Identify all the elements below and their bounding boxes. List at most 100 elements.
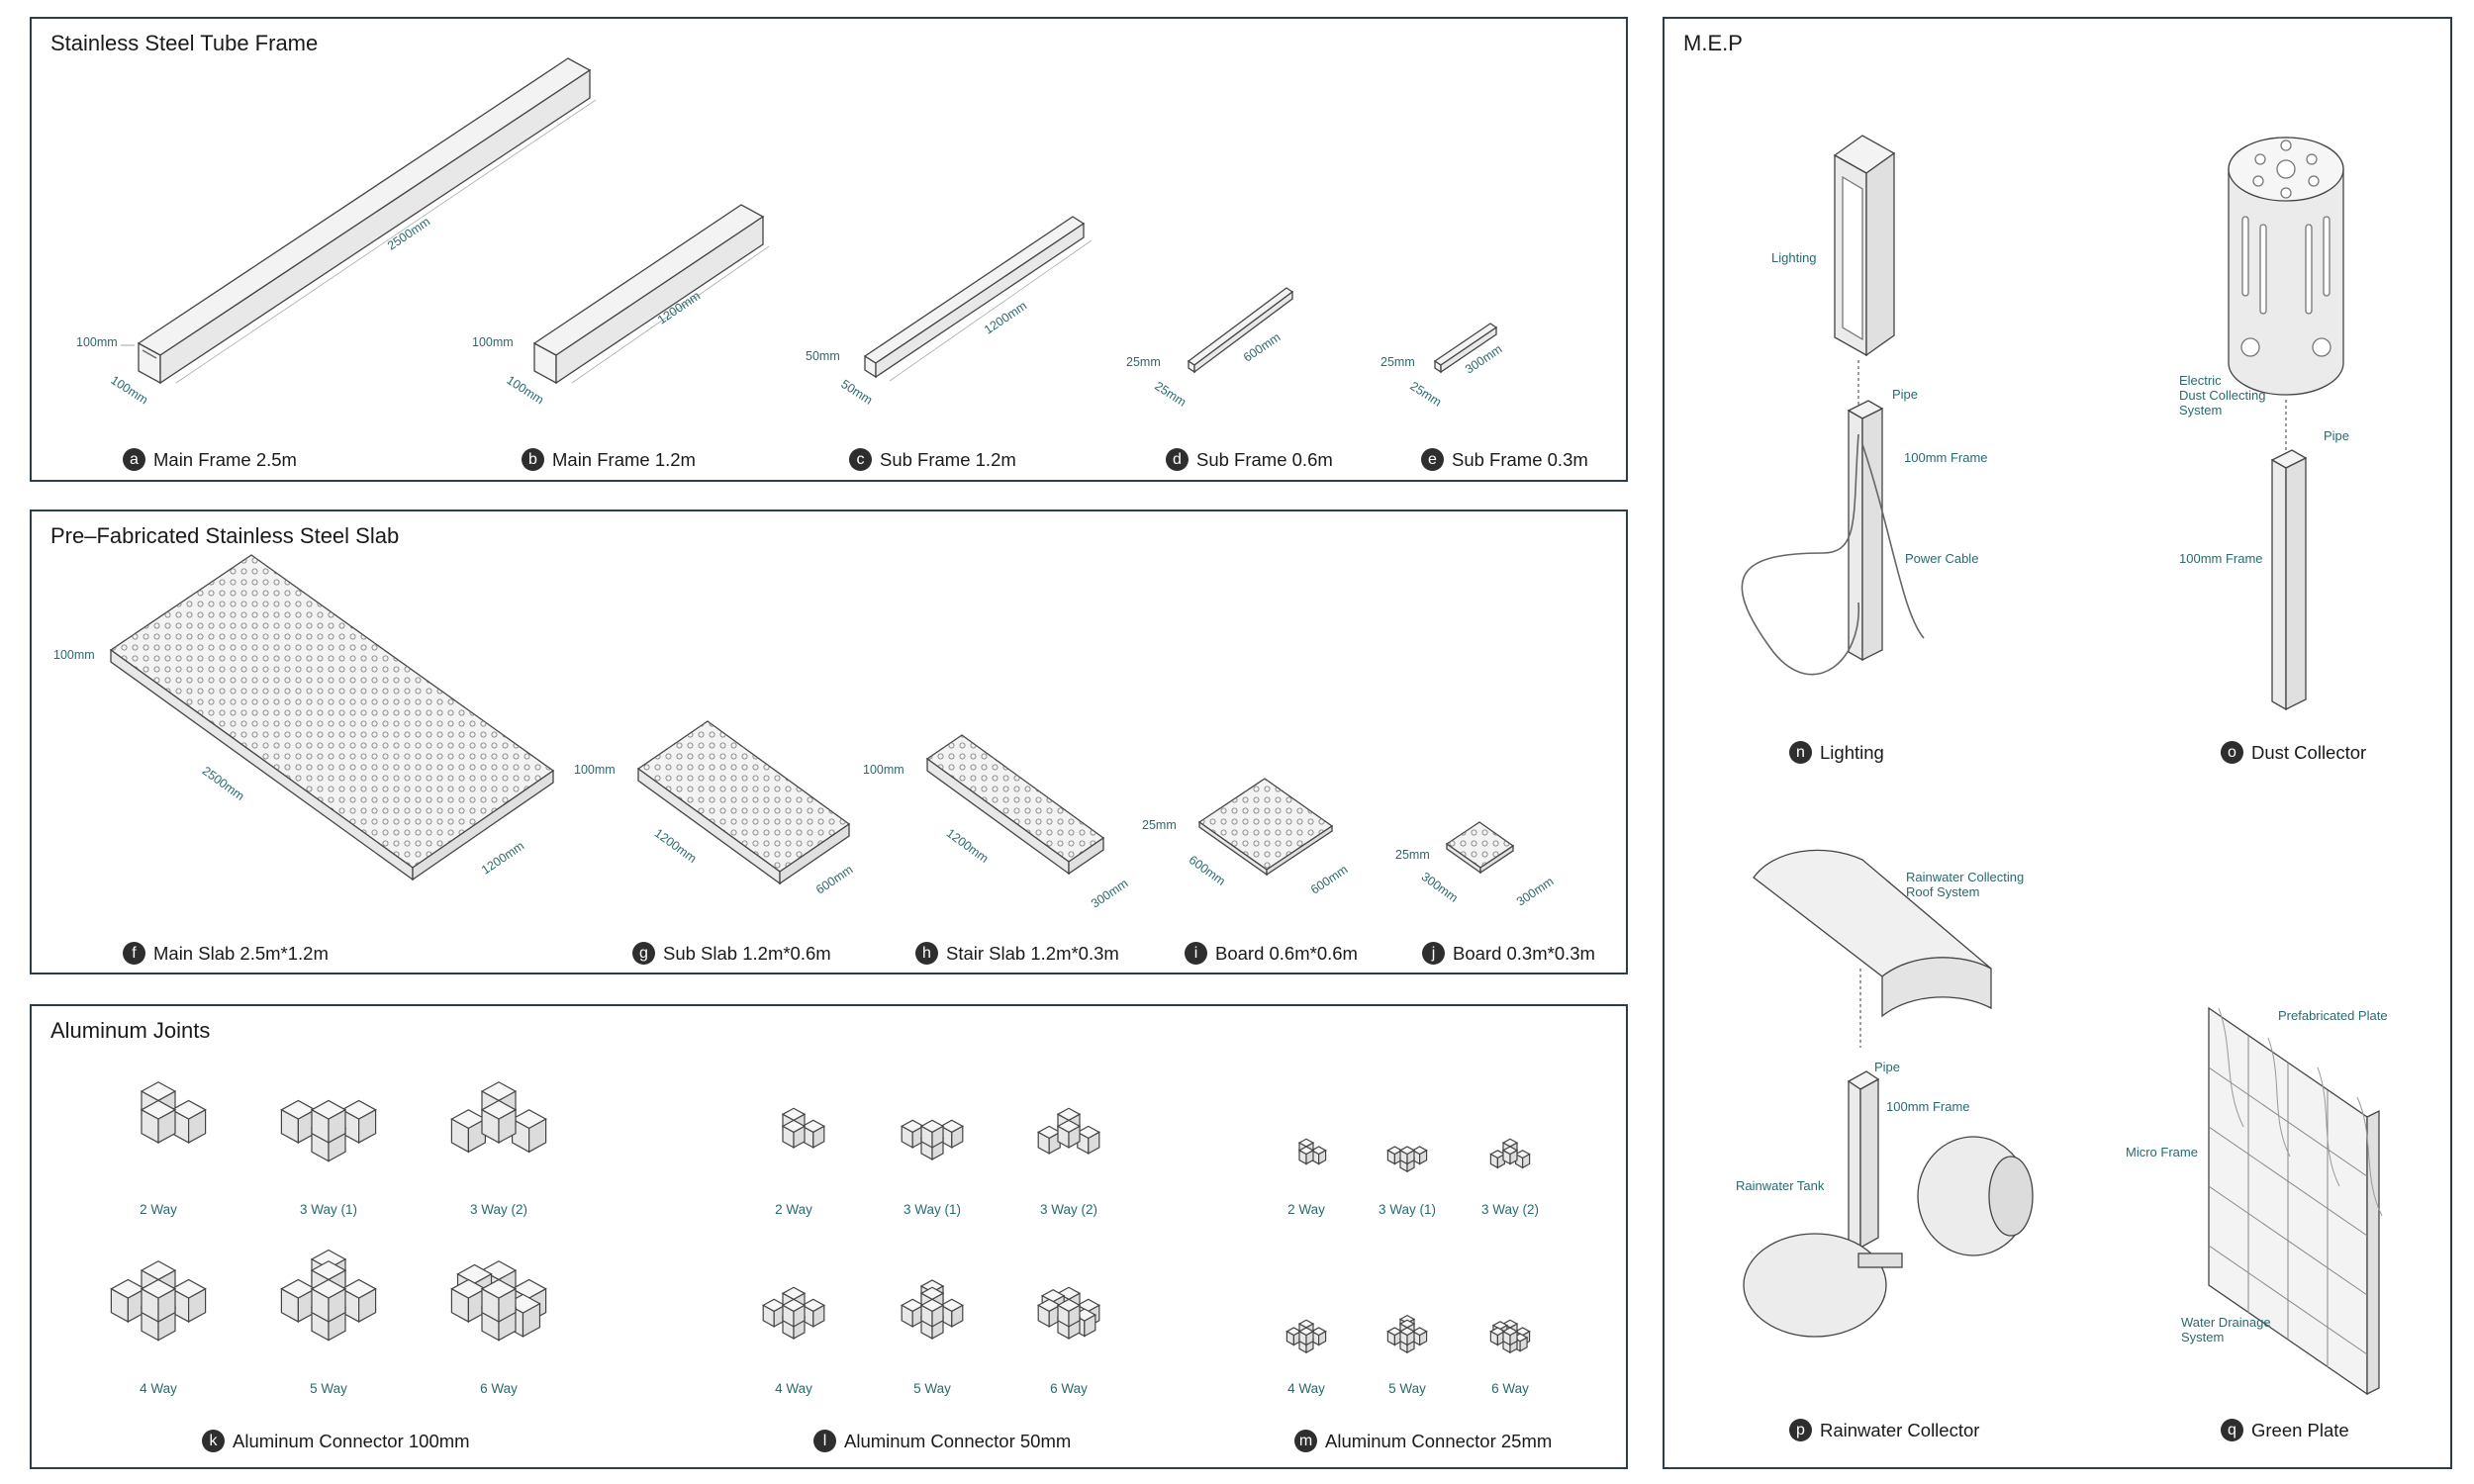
group-name: Aluminum Connector 100mm (233, 1430, 470, 1451)
callout-note: Pipe (1892, 387, 1919, 402)
connector-1-4-drawing (110, 1260, 207, 1342)
item-label: a Main Frame 2.5m (123, 448, 297, 471)
dim-thickness: 25mm (1142, 818, 1177, 832)
dust-collector-drawing (2228, 137, 2344, 711)
letter-badge: h (915, 942, 938, 965)
slab-j-drawing (1445, 821, 1515, 875)
dim-height: 100mm (76, 335, 118, 349)
group-label: m Aluminum Connector 25mm (1294, 1430, 1552, 1452)
callout-note: Lighting (1771, 250, 1817, 265)
item-name: Board 0.3m*0.3m (1453, 942, 1595, 964)
item-label: g Sub Slab 1.2m*0.6m (632, 942, 831, 965)
tube-drawings (121, 57, 1498, 385)
green-plate-drawing (2208, 1006, 2383, 1396)
joint-label: 2 Way (775, 1202, 812, 1217)
callout-note: 100mm Frame (1904, 450, 1988, 465)
joint-label: 3 Way (1) (903, 1202, 962, 1217)
connector-3-6-drawing (1489, 1319, 1531, 1354)
callout-note: Water Drainage System (2181, 1315, 2271, 1345)
item-name: Sub Slab 1.2m*0.6m (663, 942, 831, 964)
callout-note: 100mm Frame (1886, 1099, 1970, 1114)
letter-badge: q (2221, 1419, 2243, 1441)
connector-2-1-drawing (781, 1107, 826, 1149)
connector-3-1-drawing (1297, 1138, 1327, 1165)
item-name: Sub Frame 1.2m (880, 448, 1016, 470)
letter-badge: b (522, 448, 544, 471)
item-name: Stair Slab 1.2m*0.3m (946, 942, 1119, 964)
dim-height: 25mm (1126, 355, 1161, 369)
item-name: Main Slab 2.5m*1.2m (153, 942, 329, 964)
dim-thickness: 25mm (1395, 848, 1430, 862)
tube-b-drawing (532, 204, 770, 385)
letter-badge: g (632, 942, 655, 965)
slab-drawings (109, 554, 1515, 885)
dim-thickness: 100mm (53, 648, 95, 662)
group-name: Aluminum Connector 25mm (1325, 1430, 1553, 1451)
tube-e-drawing (1433, 323, 1498, 374)
letter-badge: l (813, 1430, 836, 1452)
item-label: e Sub Frame 0.3m (1421, 448, 1588, 471)
connector-1-5-drawing (280, 1249, 377, 1342)
joint-label: 3 Way (1) (299, 1202, 358, 1217)
joint-drawings (110, 1081, 1531, 1354)
joint-label: 3 Way (2) (1480, 1202, 1540, 1217)
joint-label: 5 Way (913, 1381, 951, 1396)
letter-badge: a (123, 448, 145, 471)
joint-label: 5 Way (1388, 1381, 1426, 1396)
joint-label: 5 Way (310, 1381, 347, 1396)
item-label: o Dust Collector (2221, 741, 2366, 764)
connector-2-2-drawing (900, 1119, 965, 1160)
item-label: p Rainwater Collector (1789, 1419, 1979, 1441)
letter-badge: i (1185, 942, 1207, 965)
item-name: Board 0.6m*0.6m (1215, 942, 1358, 964)
callout-note: Micro Frame (2126, 1145, 2198, 1159)
item-name: Main Frame 2.5m (153, 448, 297, 470)
lighting-drawing (1741, 135, 1925, 676)
letter-badge: n (1789, 741, 1812, 764)
letter-badge: f (123, 942, 145, 965)
slab-f-drawing (109, 554, 555, 881)
letter-badge: p (1789, 1419, 1812, 1441)
joint-label: 2 Way (140, 1202, 177, 1217)
callout-note: Pipe (2324, 428, 2350, 443)
connector-1-3-drawing (450, 1081, 547, 1154)
item-name: Main Frame 1.2m (552, 448, 696, 470)
letter-badge: j (1422, 942, 1445, 965)
item-name: Rainwater Collector (1820, 1419, 1980, 1440)
connector-2-3-drawing (1036, 1107, 1101, 1155)
item-label: d Sub Frame 0.6m (1166, 448, 1333, 471)
slab-h-drawing (925, 734, 1105, 876)
letter-badge: k (202, 1430, 225, 1452)
connector-3-3-drawing (1489, 1138, 1531, 1169)
connector-3-2-drawing (1386, 1146, 1428, 1173)
item-name: Sub Frame 0.3m (1452, 448, 1588, 470)
joint-label: 2 Way (1287, 1202, 1325, 1217)
item-label: n Lighting (1789, 741, 1884, 764)
joint-label: 3 Way (1) (1378, 1202, 1437, 1217)
mep-drawings (1741, 135, 2383, 1396)
slab-i-drawing (1197, 778, 1334, 877)
callout-note: Pipe (1874, 1060, 1901, 1074)
dim-height: 25mm (1380, 355, 1415, 369)
tube-d-drawing (1187, 287, 1294, 374)
item-label: c Sub Frame 1.2m (849, 448, 1016, 471)
group-label: l Aluminum Connector 50mm (813, 1430, 1071, 1452)
joints-panel: Aluminum Joints 2 Way 3 Way (1) 3 Way (2… (30, 1004, 1628, 1469)
joint-label: 4 Way (775, 1381, 812, 1396)
item-label: h Stair Slab 1.2m*0.3m (915, 942, 1119, 965)
tube-a-drawing (121, 57, 597, 385)
callout-note: 100mm Frame (2179, 551, 2263, 566)
panel-title: Pre–Fabricated Stainless Steel Slab (50, 523, 400, 548)
joint-label: 6 Way (480, 1381, 518, 1396)
panel-title: Stainless Steel Tube Frame (50, 31, 319, 55)
item-label: j Board 0.3m*0.3m (1422, 942, 1595, 965)
item-label: b Main Frame 1.2m (522, 448, 696, 471)
joint-label: 4 Way (140, 1381, 177, 1396)
rainwater-collector-drawing (1743, 849, 2034, 1338)
callout-note: Power Cable (1905, 551, 1979, 566)
letter-badge: o (2221, 741, 2243, 764)
item-name: Lighting (1820, 741, 1884, 763)
joint-label: 6 Way (1050, 1381, 1088, 1396)
connector-1-1-drawing (140, 1081, 207, 1144)
connector-2-4-drawing (761, 1286, 826, 1340)
